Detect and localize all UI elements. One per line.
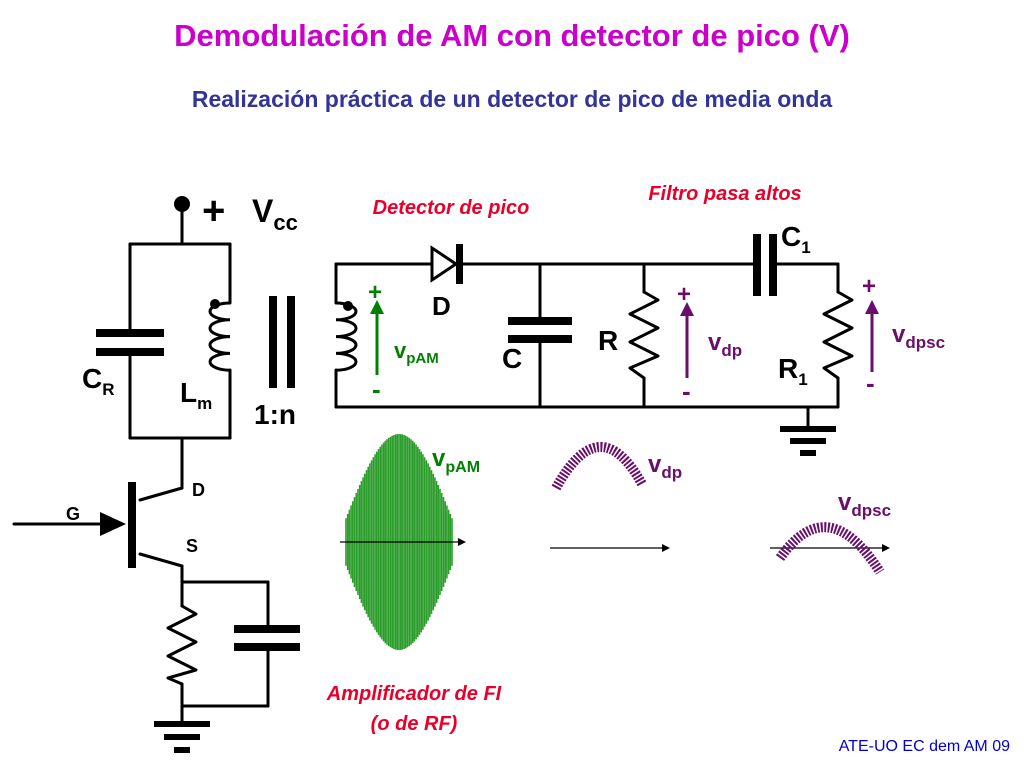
vcc-terminal-dot — [174, 196, 190, 212]
vdp-arrow-head — [680, 302, 694, 316]
vdp-minus: - — [682, 376, 691, 406]
vdpsc-arrow-head — [865, 300, 879, 314]
drain-lead — [138, 486, 184, 502]
cap-c-label: C — [502, 343, 522, 374]
c1-label: C1 — [781, 221, 811, 257]
res-r1-label: R1 — [778, 353, 808, 389]
wave-vpam-label: vpAM — [432, 445, 480, 476]
vpam-minus: - — [372, 374, 381, 404]
secondary-polarity-dot — [343, 301, 353, 311]
resistor-r1 — [822, 290, 854, 380]
source-lead — [138, 552, 184, 568]
vcc-label: Vcc — [252, 193, 298, 235]
wave-vdpsc-label: vdpsc — [838, 489, 891, 520]
page-subtitle: Realización práctica de un detector de p… — [191, 86, 833, 112]
vpam-label: vpAM — [394, 338, 439, 367]
source-label: S — [186, 536, 198, 556]
wave-vdp-label: vdp — [648, 451, 682, 482]
vdp-plus: + — [677, 281, 691, 308]
diode-bar — [456, 244, 463, 284]
cr-label: CR — [82, 363, 115, 399]
vdpsc-axis-arrow — [882, 544, 890, 552]
primary-winding — [208, 301, 231, 372]
vcc-plus-sign: + — [202, 189, 225, 233]
detector-label: Detector de pico — [373, 197, 530, 219]
amplifier-label-line2: (o de RF) — [371, 713, 458, 735]
res-r-label: R — [598, 325, 618, 356]
vdpsc-waveform — [775, 522, 885, 575]
filter-label: Filtro pasa altos — [648, 183, 801, 205]
vdpsc-minus: - — [866, 368, 875, 398]
vdpsc-label: vdpsc — [892, 321, 945, 352]
vpam-axis-arrow — [458, 538, 466, 546]
page-title: Demodulación de AM con detector de pico … — [174, 18, 850, 53]
footer-credit: ATE-UO EC dem AM 09 — [838, 738, 1010, 755]
jfet-gate-arrow — [100, 512, 126, 536]
vdp-label: vdp — [708, 329, 742, 360]
primary-polarity-dot — [210, 299, 220, 309]
vpam-plus: + — [368, 279, 382, 306]
diode-triangle — [430, 245, 459, 283]
vpam-arrow-head — [370, 300, 384, 314]
drain-label: D — [192, 480, 205, 500]
vdpsc-plus: + — [862, 273, 876, 300]
resistor-rs — [166, 604, 198, 686]
diode-label: D — [432, 291, 451, 321]
gate-label: G — [66, 504, 80, 524]
resistor-r — [628, 290, 660, 380]
amplifier-label-line1: Amplificador de FI — [326, 683, 502, 705]
lm-label: Lm — [180, 377, 212, 413]
vdp-waveform — [551, 442, 647, 491]
secondary-winding — [335, 301, 358, 372]
vdp-axis-arrow — [662, 544, 670, 552]
ratio-label: 1:n — [254, 399, 296, 430]
